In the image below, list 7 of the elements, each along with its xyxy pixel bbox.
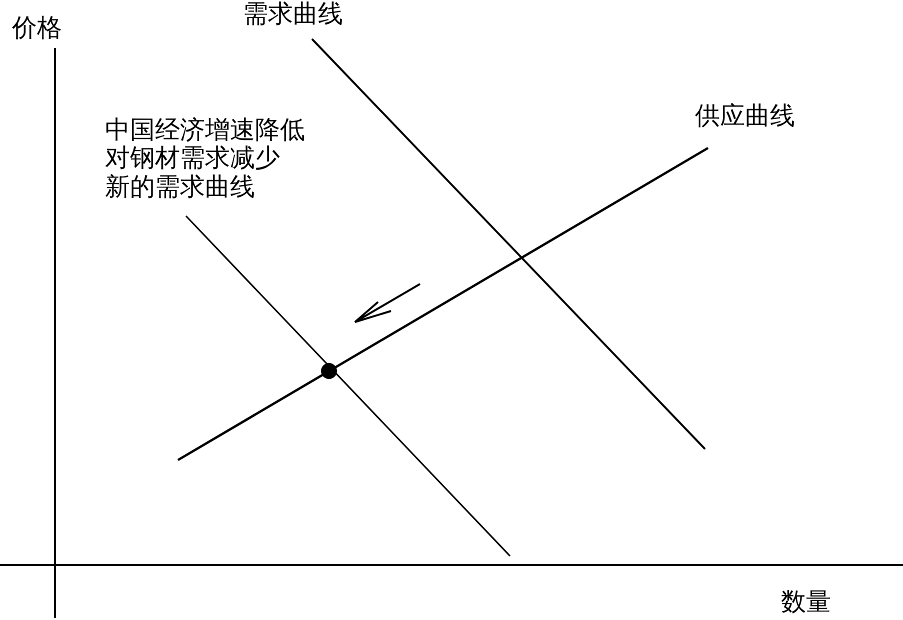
- curve-label: 新的需求曲线: [105, 173, 255, 203]
- annotation-text: 中国经济增速降低: [105, 116, 305, 146]
- annotation-text: 对钢材需求减少: [105, 144, 280, 174]
- curve-label: 供应曲线: [695, 102, 795, 132]
- axis-label: 价格: [12, 14, 62, 44]
- curve-label: 需求曲线: [243, 0, 343, 30]
- axis-label: 数量: [781, 588, 831, 618]
